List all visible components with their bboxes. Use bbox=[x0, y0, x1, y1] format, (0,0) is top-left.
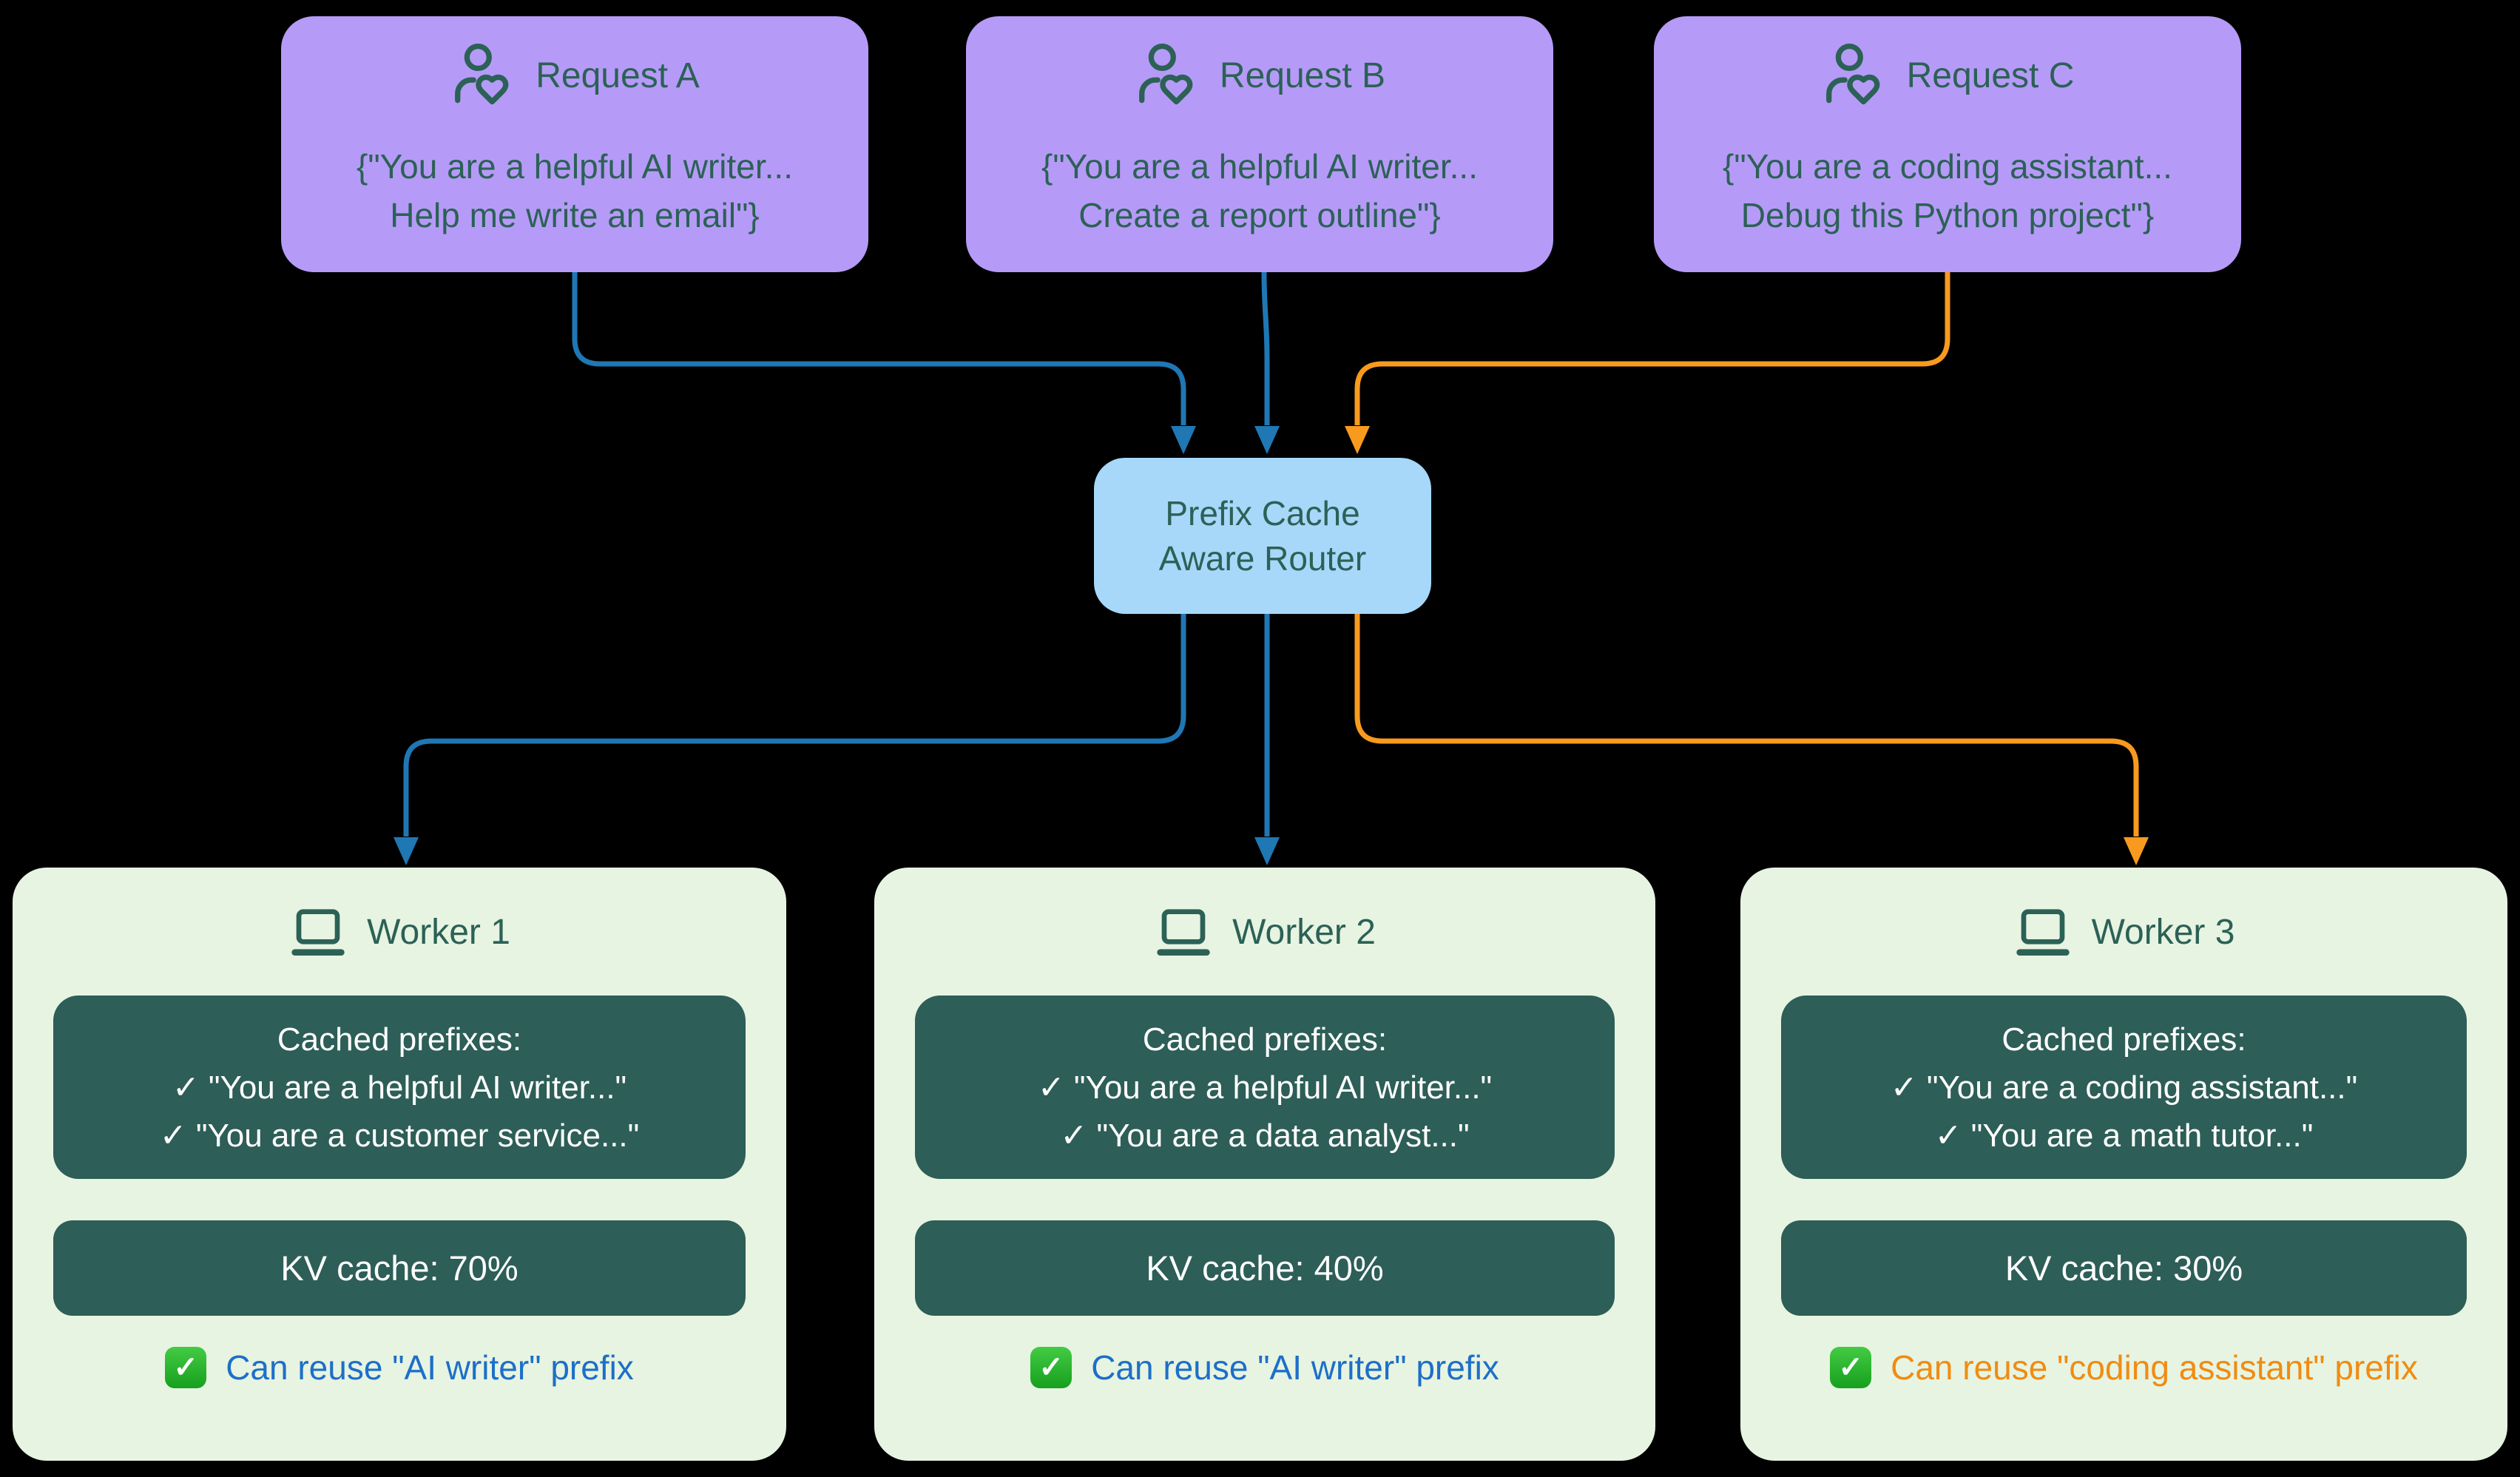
request-b-title: Request B bbox=[1219, 55, 1386, 95]
arrowhead-request-c bbox=[1345, 426, 1370, 454]
user-heart-icon bbox=[1825, 43, 1880, 105]
worker-2-title: Worker 2 bbox=[1232, 912, 1376, 952]
worker-3-cached-item: ✓ "You are a coding assistant..." bbox=[1890, 1069, 2358, 1106]
worker-3-node: Worker 3 Cached prefixes: ✓ "You are a c… bbox=[1740, 868, 2507, 1461]
prefix-cache-aware-router-node: Prefix Cache Aware Router bbox=[1094, 458, 1431, 614]
worker-2-footer: ✓ Can reuse "AI writer" prefix bbox=[874, 1347, 1655, 1388]
worker-3-kv-cache-panel: KV cache: 30% bbox=[1781, 1220, 2467, 1316]
request-a-body-line1: {"You are a helpful AI writer... bbox=[356, 147, 793, 186]
laptop-icon bbox=[2016, 909, 2070, 956]
user-heart-icon bbox=[1139, 43, 1193, 105]
arrowhead-worker-1 bbox=[393, 837, 419, 865]
worker-1-cached-prefixes-panel: Cached prefixes: ✓ "You are a helpful AI… bbox=[53, 996, 746, 1179]
worker-1-cached-header: Cached prefixes: bbox=[277, 1021, 522, 1058]
worker-3-footer-text: Can reuse "coding assistant" prefix bbox=[1891, 1348, 2418, 1387]
request-b-node: Request B {"You are a helpful AI writer.… bbox=[966, 16, 1553, 272]
worker-1-kv-label: KV cache: 70% bbox=[280, 1248, 518, 1288]
worker-1-footer-text: Can reuse "AI writer" prefix bbox=[226, 1348, 634, 1387]
check-mark-emoji-icon: ✓ bbox=[165, 1347, 207, 1388]
worker-2-cached-prefixes-panel: Cached prefixes: ✓ "You are a helpful AI… bbox=[915, 996, 1615, 1179]
request-b-body: {"You are a helpful AI writer... Create … bbox=[966, 142, 1553, 240]
request-a-title-row: Request A bbox=[281, 41, 868, 109]
request-a-title: Request A bbox=[536, 55, 700, 95]
arrowhead-request-a bbox=[1171, 426, 1196, 454]
worker-2-cached-header: Cached prefixes: bbox=[1142, 1021, 1388, 1058]
request-b-body-line2: Create a report outline"} bbox=[1078, 196, 1441, 234]
worker-1-title-row: Worker 1 bbox=[13, 905, 786, 959]
router-label-line2: Aware Router bbox=[1158, 538, 1367, 578]
request-a-body-line2: Help me write an email"} bbox=[390, 196, 760, 234]
worker-1-kv-cache-panel: KV cache: 70% bbox=[53, 1220, 746, 1316]
request-b-body-line1: {"You are a helpful AI writer... bbox=[1041, 147, 1478, 186]
worker-2-title-row: Worker 2 bbox=[874, 905, 1655, 959]
worker-3-cached-header: Cached prefixes: bbox=[2002, 1021, 2246, 1058]
request-b-title-row: Request B bbox=[966, 41, 1553, 109]
check-glyph: ✓ bbox=[1038, 1351, 1064, 1384]
edge-request-a-to-router bbox=[572, 272, 1186, 425]
request-a-node: Request A {"You are a helpful AI writer.… bbox=[281, 16, 868, 272]
worker-1-footer: ✓ Can reuse "AI writer" prefix bbox=[13, 1347, 786, 1388]
arrowhead-worker-2 bbox=[1254, 837, 1280, 865]
request-a-body: {"You are a helpful AI writer... Help me… bbox=[281, 142, 868, 240]
worker-3-title-row: Worker 3 bbox=[1740, 905, 2507, 959]
user-heart-icon bbox=[455, 43, 509, 105]
check-mark-emoji-icon: ✓ bbox=[1030, 1347, 1072, 1388]
check-glyph: ✓ bbox=[173, 1351, 198, 1384]
request-c-body-line2: Debug this Python project"} bbox=[1740, 196, 2155, 234]
laptop-icon bbox=[1157, 909, 1210, 956]
request-c-node: Request C {"You are a coding assistant..… bbox=[1654, 16, 2241, 272]
request-c-title: Request C bbox=[1906, 55, 2075, 95]
request-c-title-row: Request C bbox=[1654, 41, 2241, 109]
check-glyph: ✓ bbox=[1838, 1351, 1863, 1384]
worker-2-kv-label: KV cache: 40% bbox=[1146, 1248, 1384, 1288]
worker-1-node: Worker 1 Cached prefixes: ✓ "You are a h… bbox=[13, 868, 786, 1461]
worker-1-title: Worker 1 bbox=[367, 912, 510, 952]
arrowhead-worker-3 bbox=[2124, 837, 2149, 865]
arrowhead-request-b bbox=[1254, 426, 1280, 454]
check-mark-emoji-icon: ✓ bbox=[1830, 1347, 1872, 1388]
worker-1-cached-item: ✓ "You are a helpful AI writer..." bbox=[172, 1069, 627, 1106]
worker-3-cached-item: ✓ "You are a math tutor..." bbox=[1934, 1117, 2314, 1154]
worker-3-kv-label: KV cache: 30% bbox=[2004, 1248, 2243, 1288]
laptop-icon bbox=[291, 909, 345, 956]
worker-2-cached-item: ✓ "You are a helpful AI writer..." bbox=[1037, 1069, 1493, 1106]
worker-3-footer: ✓ Can reuse "coding assistant" prefix bbox=[1740, 1347, 2507, 1388]
worker-3-cached-prefixes-panel: Cached prefixes: ✓ "You are a coding ass… bbox=[1781, 996, 2467, 1179]
edge-router-to-worker-3 bbox=[1354, 614, 2139, 836]
worker-1-cached-item: ✓ "You are a customer service..." bbox=[159, 1117, 640, 1154]
edge-request-c-to-router bbox=[1354, 272, 1950, 425]
worker-2-cached-item: ✓ "You are a data analyst..." bbox=[1060, 1117, 1470, 1154]
worker-2-node: Worker 2 Cached prefixes: ✓ "You are a h… bbox=[874, 868, 1655, 1461]
request-c-body: {"You are a coding assistant... Debug th… bbox=[1654, 142, 2241, 240]
worker-2-footer-text: Can reuse "AI writer" prefix bbox=[1091, 1348, 1499, 1387]
worker-2-kv-cache-panel: KV cache: 40% bbox=[915, 1220, 1615, 1316]
edge-request-b-to-router bbox=[1261, 271, 1270, 425]
edge-router-to-worker-1 bbox=[403, 614, 1186, 836]
worker-3-title: Worker 3 bbox=[2091, 912, 2235, 952]
router-label-line1: Prefix Cache bbox=[1165, 493, 1360, 533]
request-c-body-line1: {"You are a coding assistant... bbox=[1723, 147, 2172, 186]
